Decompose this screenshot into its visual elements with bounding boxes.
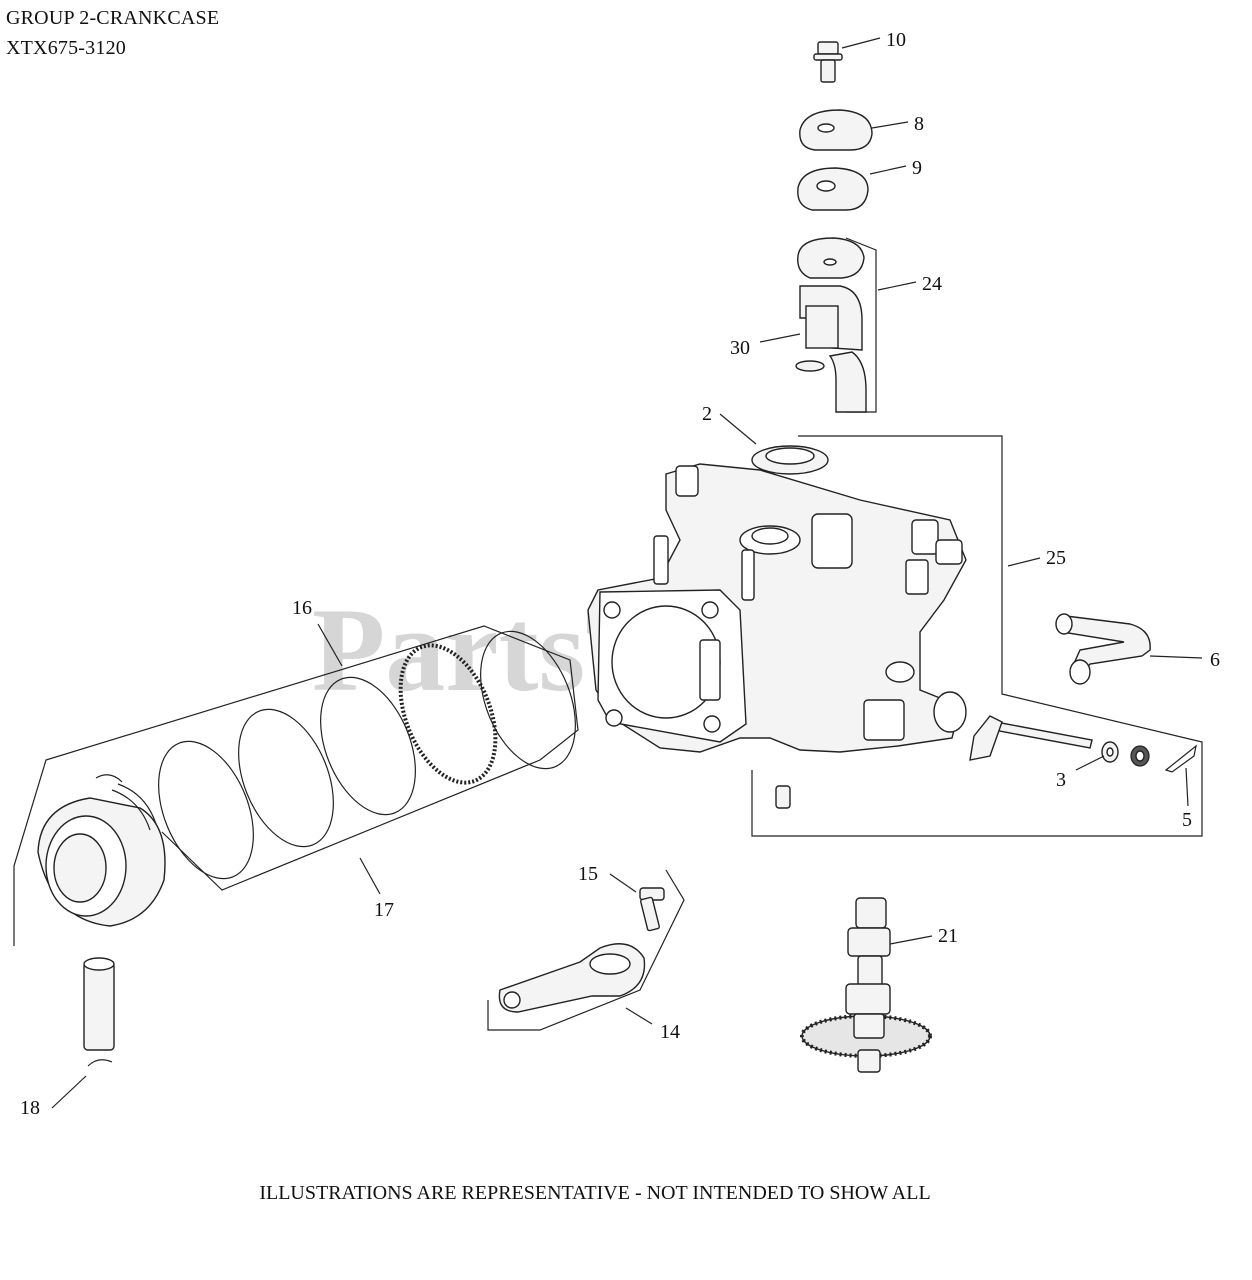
callout-3[interactable]: 3 — [1056, 769, 1066, 791]
retaining-ring-top[interactable] — [95, 774, 123, 783]
piston[interactable] — [37, 783, 166, 927]
governor-seal[interactable] — [1130, 745, 1150, 767]
callout-18[interactable]: 18 — [20, 1097, 40, 1119]
plate-part-8[interactable] — [799, 109, 873, 151]
bracket-ring-set — [13, 625, 579, 946]
magnet-part-30[interactable] — [795, 285, 867, 413]
connecting-rod-bolt-part-15[interactable] — [639, 887, 665, 932]
bracket-part-14 — [487, 869, 685, 1031]
callout-30[interactable]: 30 — [730, 337, 750, 359]
dowel-pin[interactable] — [775, 785, 791, 809]
piston-ring-5[interactable] — [462, 618, 594, 783]
callout-25[interactable]: 25 — [1046, 547, 1066, 569]
piston-ring-1[interactable] — [140, 728, 272, 893]
callout-15[interactable]: 15 — [578, 863, 598, 885]
callout-6[interactable]: 6 — [1210, 649, 1220, 671]
callout-14[interactable]: 14 — [660, 1021, 680, 1043]
breather-tube-part-6[interactable] — [1055, 613, 1151, 685]
callout-8[interactable]: 8 — [914, 113, 924, 135]
footer-disclaimer: ILLUSTRATIONS ARE REPRESENTATIVE - NOT I… — [259, 1182, 931, 1204]
governor-shaft[interactable] — [969, 715, 1093, 761]
plate-part-24[interactable] — [797, 237, 865, 279]
callout-16[interactable]: 16 — [292, 597, 312, 619]
oil-ring-expander[interactable] — [382, 632, 514, 797]
callout-24[interactable]: 24 — [922, 273, 942, 295]
washer-part-3[interactable] — [1101, 741, 1119, 763]
callout-10[interactable]: 10 — [886, 29, 906, 51]
callout-21[interactable]: 21 — [938, 925, 958, 947]
callout-5[interactable]: 5 — [1182, 809, 1192, 831]
camshaft-part-21[interactable] — [800, 897, 932, 1073]
piston-ring-3[interactable] — [302, 664, 434, 829]
bracket-part-25 — [751, 435, 1203, 837]
retaining-ring-part-18[interactable] — [87, 1059, 113, 1067]
callout-9[interactable]: 9 — [912, 157, 922, 179]
oil-seal-part-2[interactable] — [751, 445, 829, 475]
piston-pin[interactable] — [83, 957, 115, 1051]
crankcase-block[interactable] — [587, 463, 967, 753]
bolt-part-10[interactable] — [813, 41, 843, 83]
plate-part-9[interactable] — [797, 167, 869, 211]
callout-2[interactable]: 2 — [702, 403, 712, 425]
callout-17[interactable]: 17 — [374, 899, 394, 921]
piston-ring-2[interactable] — [220, 696, 352, 861]
connecting-rod-part-14[interactable] — [498, 943, 646, 1013]
group-title: GROUP 2-CRANKCASE — [6, 7, 220, 29]
clip-part-5[interactable] — [1164, 744, 1197, 773]
model-number: XTX675-3120 — [6, 37, 126, 59]
